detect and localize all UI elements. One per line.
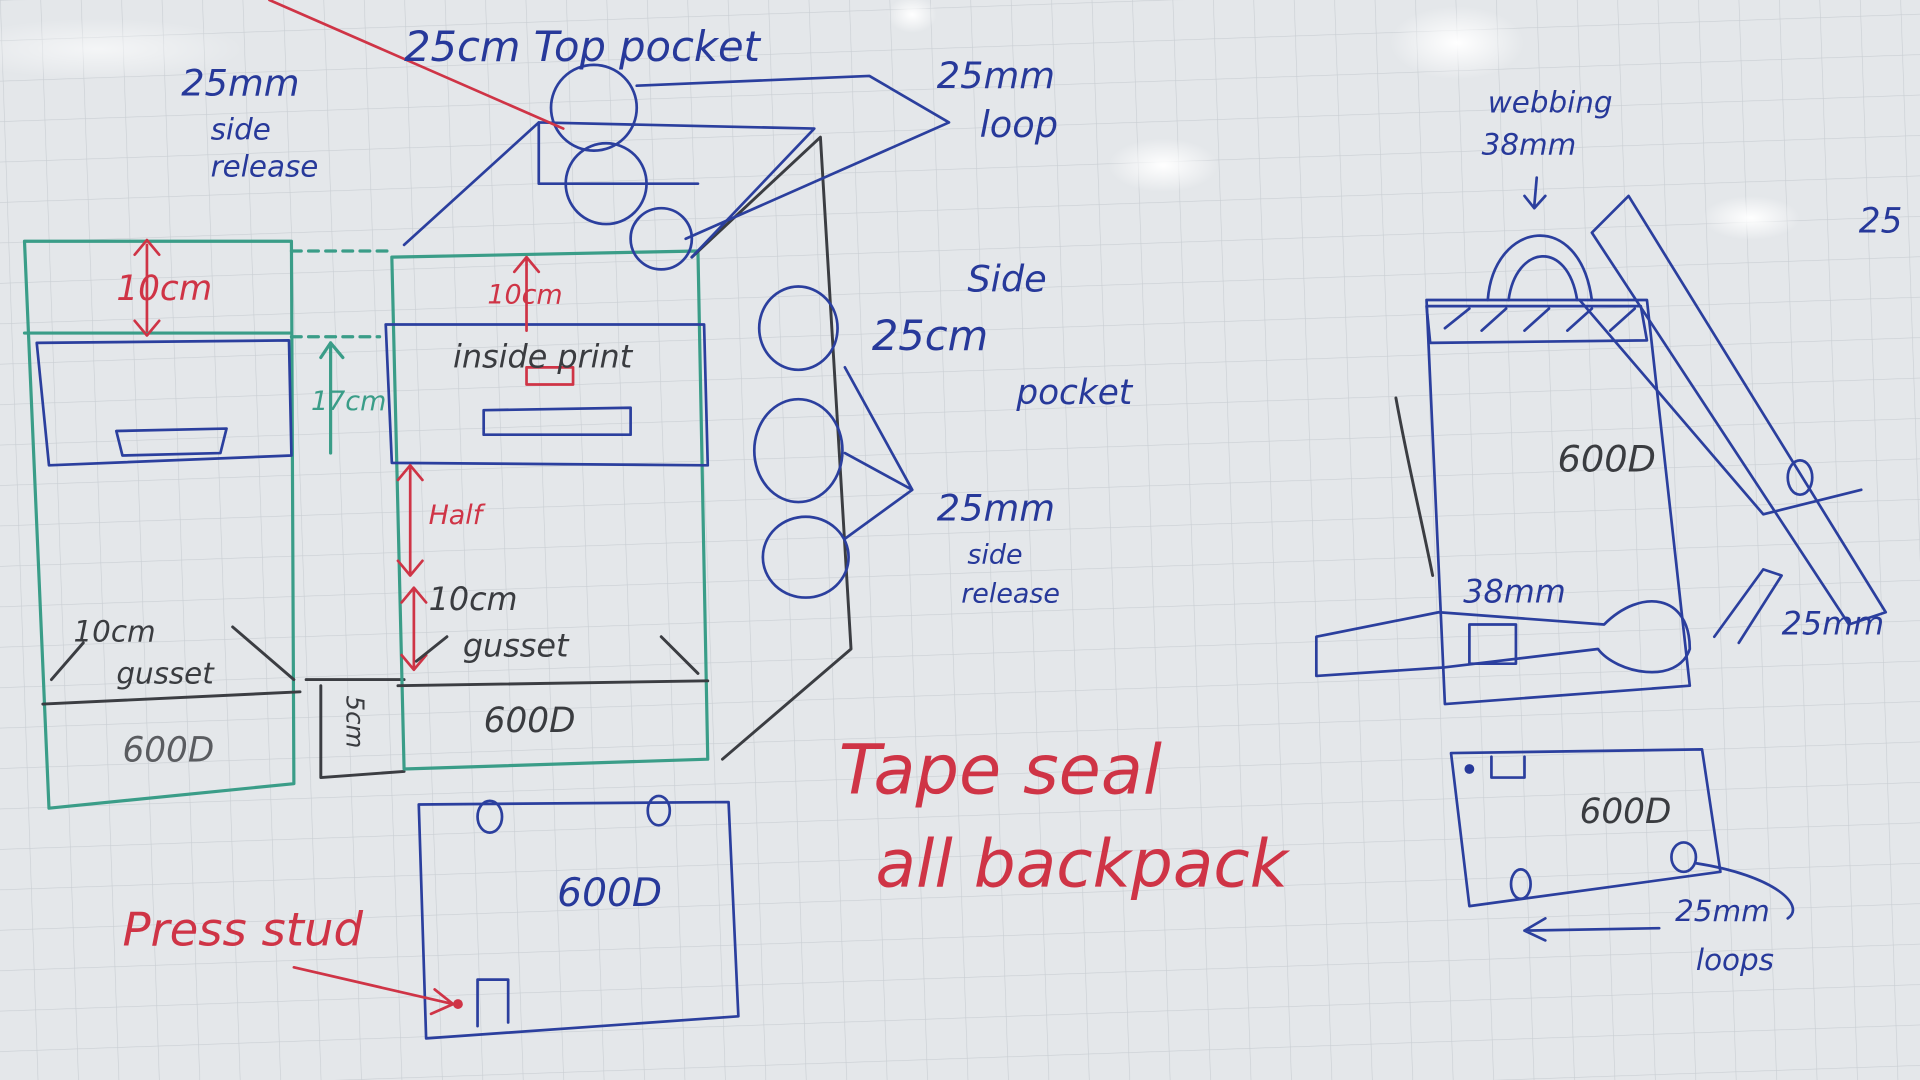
top-height-center: 10cm: [487, 280, 562, 311]
side-release-right-size: 25mm: [937, 486, 1055, 529]
side-pocket-size: 25cm: [872, 311, 988, 360]
base-material-left: 600D: [122, 731, 214, 771]
side-material: 600D: [1558, 437, 1656, 480]
base-material-center: 600D: [484, 701, 576, 741]
bottom-panel-drawing: [1449, 748, 1795, 942]
loop-size: 25mm: [937, 54, 1055, 97]
left-pattern-drawing: [22, 238, 406, 810]
base-height-label: 5cm: [341, 696, 370, 749]
inside-print-label: inside print: [453, 337, 634, 375]
webbing-label: webbing: [1488, 86, 1613, 120]
webbing-size: 38mm: [1482, 127, 1577, 161]
press-stud-label: Press stud: [122, 902, 363, 956]
half-label: Half: [429, 500, 486, 531]
gusset-left-word: gusset: [116, 656, 215, 690]
light-reflections: [0, 0, 1800, 240]
flap-height-label: 17cm: [311, 386, 386, 417]
gusset-center-word: gusset: [463, 626, 570, 664]
side-release-right-word1: side: [967, 539, 1022, 570]
side-release-top-size: 25mm: [181, 62, 299, 105]
loop-word: loop: [980, 103, 1058, 146]
waist-strap-size: 38mm: [1463, 572, 1566, 610]
side-release-top-word2: release: [211, 149, 319, 183]
back-panel-drawing: [292, 794, 740, 1040]
loops-size: 25mm: [1675, 894, 1770, 928]
side-pocket-word1: Side: [967, 257, 1046, 300]
side-backpack-drawing: [1314, 176, 1888, 706]
side-pocket-word2: pocket: [1015, 373, 1133, 413]
tape-seal-line2: all backpack: [876, 826, 1291, 903]
gusset-center-size: 10cm: [429, 580, 518, 618]
bottom-panel-material: 600D: [1580, 792, 1672, 832]
side-release-top-word1: side: [211, 113, 271, 147]
gusset-left-size: 10cm: [73, 615, 155, 649]
edge-text: 25: [1859, 202, 1903, 242]
top-height-left: 10cm: [116, 269, 212, 309]
top-pocket-label: 25cm Top pocket: [404, 22, 762, 71]
side-release-right-word2: release: [961, 578, 1060, 609]
tape-seal-line1: Tape seal: [839, 730, 1162, 810]
front-backpack-drawing: [268, 0, 951, 771]
back-panel-material: 600D: [557, 871, 662, 916]
loops-word: loops: [1696, 943, 1774, 977]
labels: 25cm Top pocket 25mm side release 25mm l…: [73, 22, 1902, 977]
shoulder-strap-size: 25mm: [1782, 604, 1885, 642]
